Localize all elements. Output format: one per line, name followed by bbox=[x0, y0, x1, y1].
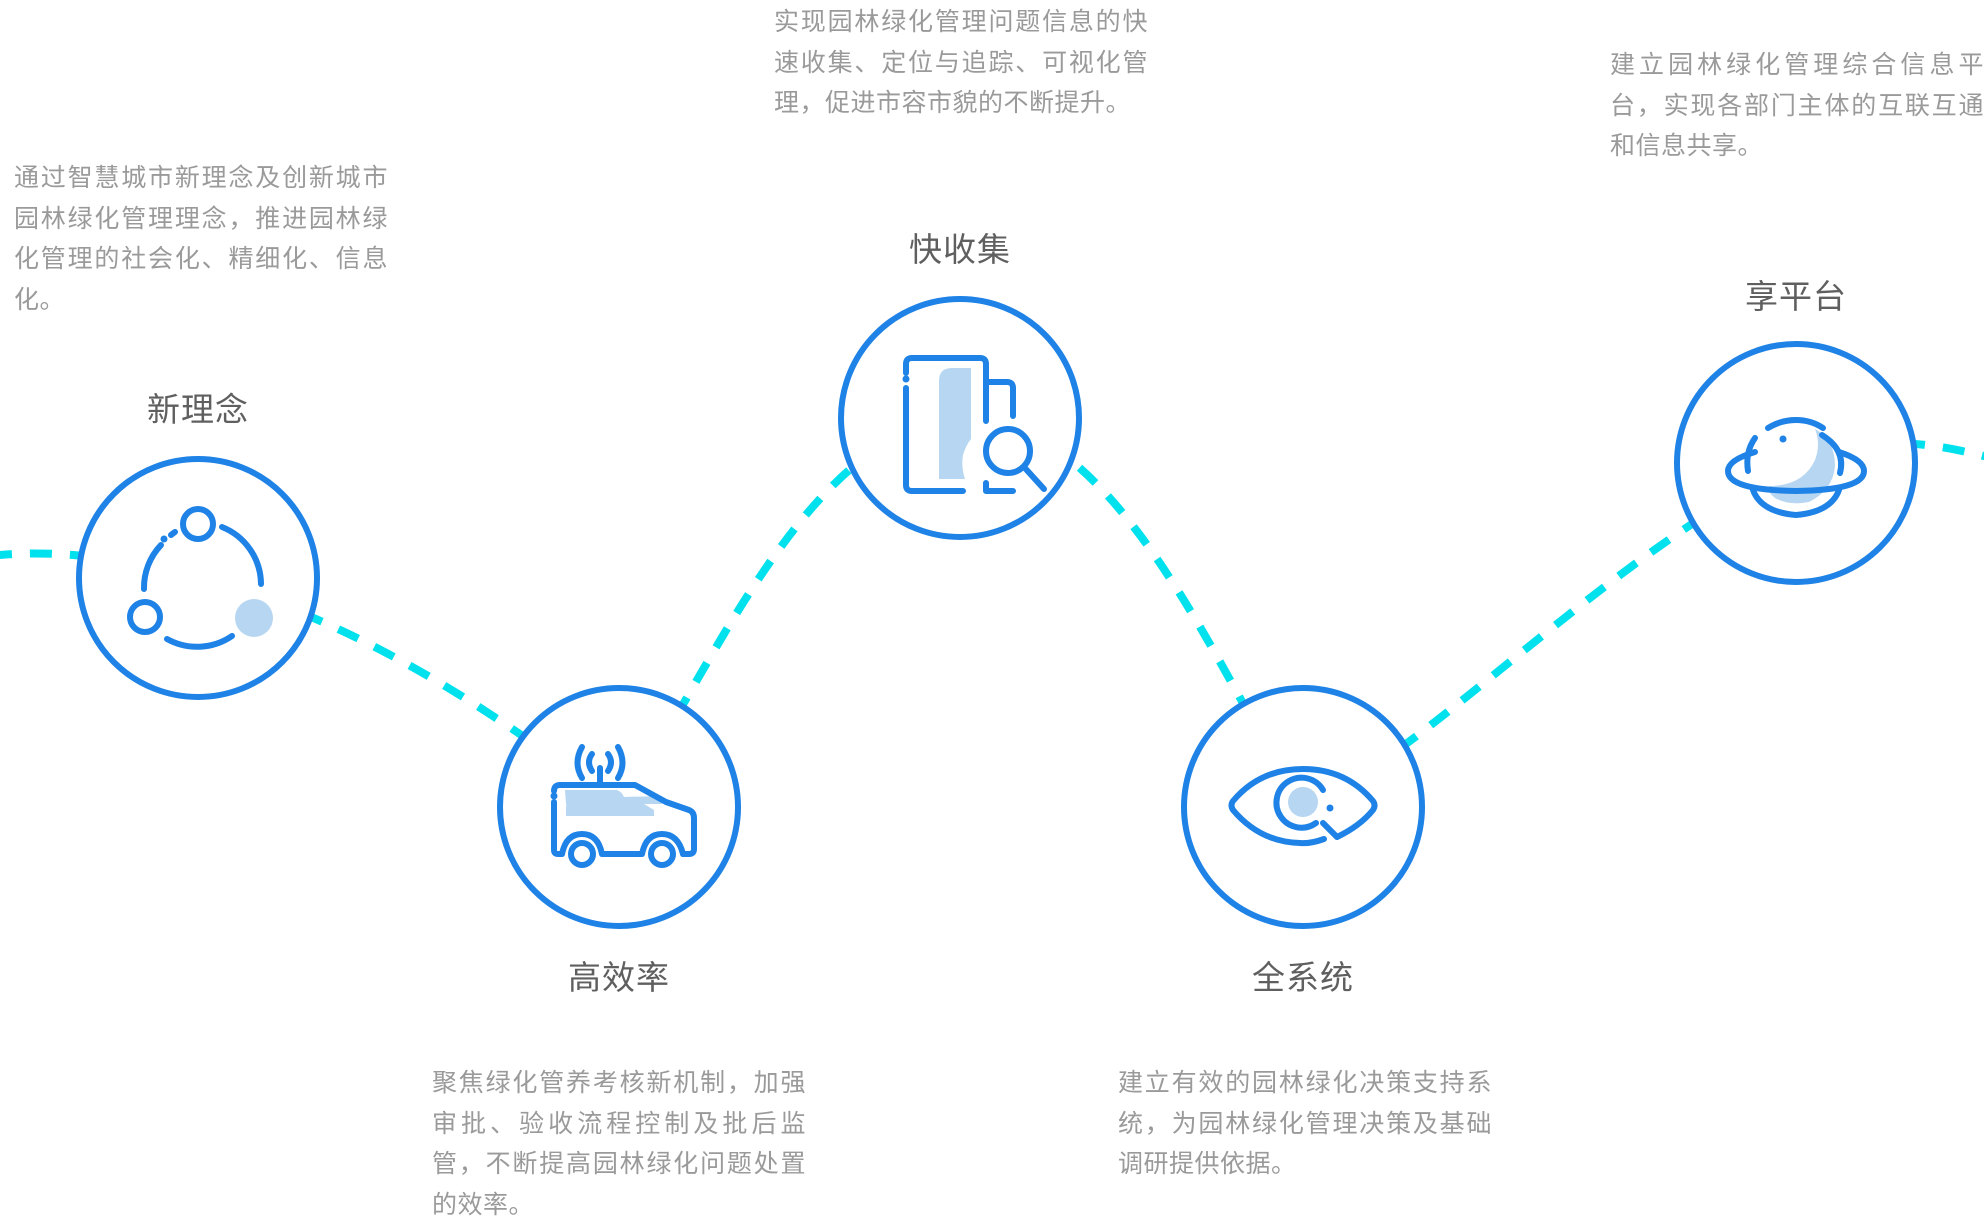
feature-node-high-efficiency[interactable] bbox=[496, 684, 742, 930]
feature-node-new-concept[interactable] bbox=[75, 455, 321, 701]
patrol-car-icon bbox=[497, 685, 741, 929]
feature-desc-high-efficiency: 聚焦绿化管养考核新机制，加强审批、验收流程控制及批后监管，不断提高园林绿化问题处… bbox=[432, 1068, 806, 1219]
feature-title-fast-collection: 快收集 bbox=[909, 230, 1011, 269]
feature-title-new-concept: 新理念 bbox=[147, 390, 249, 429]
feature-title-shared-platform: 享平台 bbox=[1745, 277, 1847, 316]
feature-title-high-efficiency: 高效率 bbox=[568, 958, 670, 997]
feature-desc-full-system: 建立有效的园林绿化决策支持系统，为园林绿化管理决策及基础调研提供依据。 bbox=[1118, 1068, 1492, 1178]
feature-node-shared-platform[interactable] bbox=[1673, 340, 1919, 586]
document-search-icon bbox=[838, 296, 1082, 540]
feature-node-fast-collection[interactable] bbox=[837, 295, 1083, 541]
feature-desc-shared-platform: 建立园林绿化管理综合信息平台，实现各部门主体的互联互通和信息共享。 bbox=[1610, 50, 1984, 160]
planet-icon bbox=[1674, 341, 1918, 585]
eye-icon bbox=[1181, 685, 1425, 929]
share-nodes-icon bbox=[76, 456, 320, 700]
feature-desc-fast-collection: 实现园林绿化管理问题信息的快速收集、定位与追踪、可视化管理，促进市容市貌的不断提… bbox=[774, 7, 1148, 117]
feature-title-full-system: 全系统 bbox=[1252, 958, 1354, 997]
feature-desc-new-concept: 通过智慧城市新理念及创新城市园林绿化管理理念，推进园林绿化管理的社会化、精细化、… bbox=[14, 163, 388, 314]
feature-node-full-system[interactable] bbox=[1180, 684, 1426, 930]
